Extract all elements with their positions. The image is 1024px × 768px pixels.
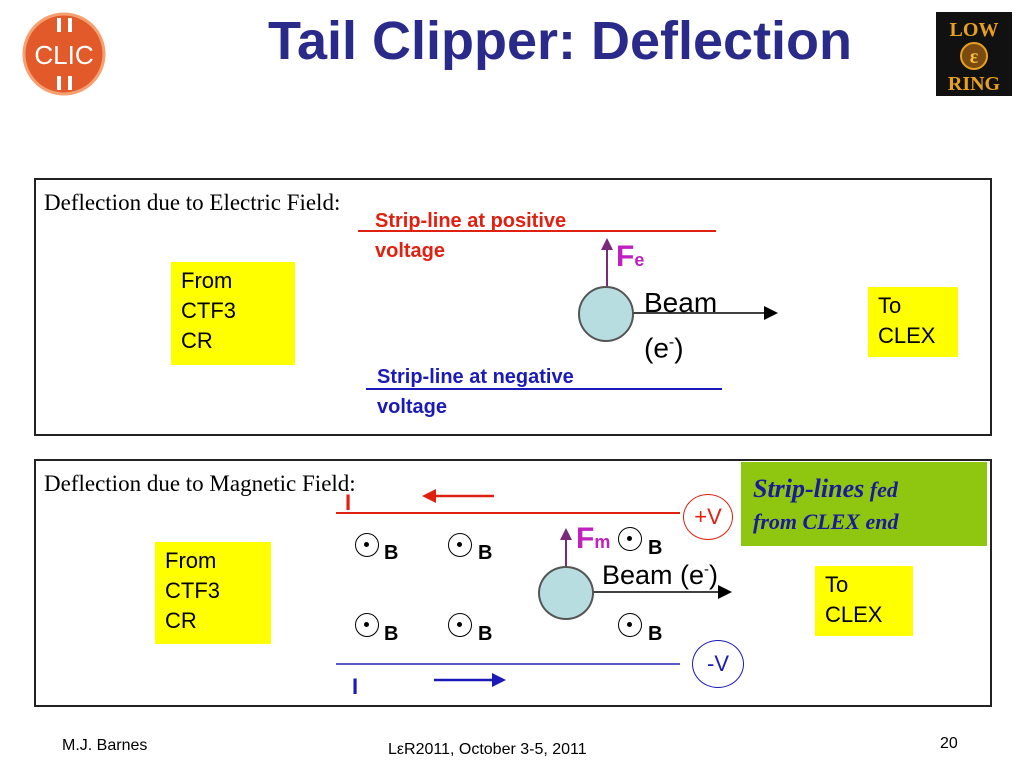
magnetic-beam-label-suffix: ) xyxy=(709,560,719,590)
b-field-label: B xyxy=(478,542,493,564)
electric-beam-circle xyxy=(578,286,634,342)
b-field-dot-icon xyxy=(355,533,379,557)
current-label-bottom: I xyxy=(352,674,359,699)
negative-strip-label: Strip-line at negative voltage xyxy=(377,362,574,422)
positive-strip-label: Strip-line at positive voltage xyxy=(375,206,566,266)
force-magnetic-symbol: F xyxy=(576,522,595,555)
electric-beam-label: Beam (e-) xyxy=(644,283,717,368)
magnetic-heading: Deflection due to Magnetic Field: xyxy=(44,471,356,496)
positive-strip-label-line-1: Strip-line at positive xyxy=(375,210,567,232)
strip-lines-note-emphasis: Strip-lines xyxy=(753,474,865,503)
positive-strip-line xyxy=(358,230,716,232)
positive-strip-label-line-2: voltage xyxy=(375,240,446,262)
from-line-1: From xyxy=(165,548,217,573)
from-line-3: CR xyxy=(181,328,213,353)
logo-ring-text: RING xyxy=(948,73,1001,95)
footer-page-number: 20 xyxy=(940,735,958,752)
minus-v-circle: -V xyxy=(692,640,744,688)
force-arrow-head xyxy=(560,528,572,540)
force-electric-symbol: F xyxy=(616,240,635,273)
beam-label-suffix: ) xyxy=(674,332,684,364)
current-arrow-bottom xyxy=(434,673,506,687)
beam-label-prefix: (e xyxy=(644,332,669,364)
from-line-2: CTF3 xyxy=(181,298,236,323)
beam-label-line-1: Beam xyxy=(644,287,718,318)
magnetic-from-box: From CTF3 CR xyxy=(155,542,271,644)
page-title: Tail Clipper: Deflection xyxy=(267,11,853,71)
from-line-1: From xyxy=(181,268,233,293)
current-arrow-top xyxy=(422,489,494,503)
b-field-label: B xyxy=(648,537,663,559)
plus-v-circle: +V xyxy=(683,494,733,540)
magnetic-to-box: To CLEX xyxy=(815,566,913,636)
to-line-1: To xyxy=(825,572,849,597)
to-line-1: To xyxy=(878,293,902,318)
beam-arrow-head xyxy=(718,585,732,599)
magnetic-beam-circle xyxy=(538,566,594,620)
b-field-dot-icon xyxy=(355,613,379,637)
strip-lines-note-line-2: from CLEX end xyxy=(753,509,899,534)
current-label-top: I xyxy=(345,490,352,515)
force-electric-label: Fe xyxy=(616,240,644,274)
b-field-label: B xyxy=(648,623,663,645)
b-field-dot-icon xyxy=(618,527,642,551)
negative-strip-label-line-2: voltage xyxy=(377,396,448,418)
electric-to-box: To CLEX xyxy=(868,287,958,357)
low-emittance-ring-logo: LOW ε RING xyxy=(936,12,1012,96)
electric-beam-diagram xyxy=(601,238,778,320)
magnetic-beam-label: Beam (e-) xyxy=(602,560,718,591)
clic-logo: CLIC xyxy=(22,12,106,96)
logo-epsilon-text: ε xyxy=(970,46,979,68)
b-field-dot-icon xyxy=(448,613,472,637)
magnetic-beam-diagram xyxy=(560,528,732,599)
beam-arrow-head xyxy=(764,306,778,320)
b-field-dot-icon xyxy=(448,533,472,557)
negative-strip-label-line-1: Strip-line at negative xyxy=(377,366,574,388)
strip-lines-note-rest: fed xyxy=(864,477,898,502)
magnetic-beam-label-sup: - xyxy=(704,561,710,578)
magnetic-beam-label-prefix: Beam (e xyxy=(602,560,705,590)
footer-author: M.J. Barnes xyxy=(62,737,148,754)
minus-v-label: -V xyxy=(707,651,729,676)
logo-low-text: LOW xyxy=(950,19,999,41)
to-line-2: CLEX xyxy=(878,323,936,348)
plus-v-label: +V xyxy=(694,504,722,529)
b-field-label: B xyxy=(384,542,399,564)
beam-label-line-2: (e-) xyxy=(644,323,717,368)
positive-strip-line-magnetic xyxy=(336,512,680,514)
negative-strip-line-magnetic xyxy=(336,663,680,665)
from-line-2: CTF3 xyxy=(165,578,220,603)
strip-lines-note: Strip-lines fed from CLEX end xyxy=(741,462,987,546)
force-arrow-head xyxy=(601,238,613,250)
force-magnetic-label: Fm xyxy=(576,522,610,556)
clic-logo-text: CLIC xyxy=(34,40,93,70)
b-field-label: B xyxy=(384,623,399,645)
to-line-2: CLEX xyxy=(825,602,883,627)
electric-heading: Deflection due to Electric Field: xyxy=(44,190,341,215)
from-line-3: CR xyxy=(165,608,197,633)
b-field-dot-icon xyxy=(618,613,642,637)
beam-label-sup: - xyxy=(668,334,675,351)
strip-lines-note-line-1: Strip-lines fed xyxy=(753,472,975,510)
b-field-label: B xyxy=(478,623,493,645)
force-electric-subscript: e xyxy=(634,250,645,270)
footer-event: LεR2011, October 3-5, 2011 xyxy=(388,741,587,758)
negative-strip-line xyxy=(366,388,722,390)
electric-from-box: From CTF3 CR xyxy=(171,262,295,365)
force-magnetic-subscript: m xyxy=(594,532,611,552)
